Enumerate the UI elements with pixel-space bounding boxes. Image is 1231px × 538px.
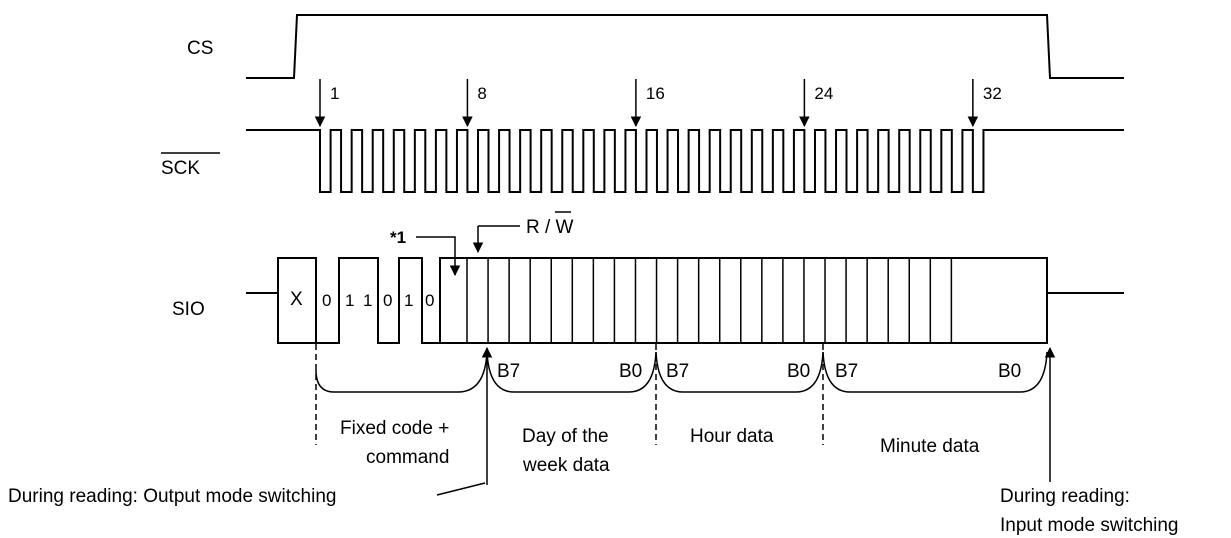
output-switch-leader <box>436 482 486 496</box>
input-switch-note-line1: During reading: <box>1000 486 1130 507</box>
byte-lsb-label: B0 <box>998 361 1021 382</box>
segment-minute: Minute data <box>880 436 980 457</box>
sio-dont-care-cell <box>246 257 317 344</box>
cs-waveform <box>246 14 1124 79</box>
command-bit: 1 <box>345 291 354 310</box>
clock-marker-label: 16 <box>646 84 665 103</box>
output-switch-note: During reading: Output mode switching <box>8 486 336 507</box>
command-bit: 1 <box>363 291 372 310</box>
byte-msb-label: B7 <box>497 361 520 382</box>
cs-label: CS <box>187 38 213 59</box>
command-bit: 0 <box>322 291 331 310</box>
command-bit: 0 <box>383 291 392 310</box>
clock-marker-label: 24 <box>814 84 833 103</box>
brace-fixed-code <box>315 351 488 393</box>
brace-minute <box>822 351 1048 393</box>
command-bit: 0 <box>425 291 434 310</box>
segment-hour: Hour data <box>690 426 774 447</box>
command-bit: 1 <box>404 291 413 310</box>
sio-label: SIO <box>172 299 205 320</box>
sio-waveform <box>246 257 1124 344</box>
byte-bit-labels: B7 B0 B7 B0 B7 B0 <box>497 361 1021 382</box>
clock-marker-label: 8 <box>477 84 486 103</box>
brace-day-of-week <box>486 351 657 393</box>
clock-marker-label: 1 <box>330 84 339 103</box>
segment-day-of-week-line1: Day of the <box>522 426 609 447</box>
sck-waveform <box>246 129 1124 193</box>
segment-fixed-code-line2: command <box>366 447 449 468</box>
sio-bit-outline <box>316 257 1048 344</box>
clock-marker-label: 32 <box>983 84 1002 103</box>
brace-hour <box>655 351 824 393</box>
sck-label: SCK <box>161 158 200 179</box>
note-arrow <box>416 236 461 277</box>
segment-day-of-week-line2: week data <box>522 455 610 476</box>
byte-msb-label: B7 <box>835 361 858 382</box>
byte-lsb-label: B0 <box>619 361 642 382</box>
sio-bit-dividers <box>466 258 953 343</box>
clock-markers: 1 8 16 24 32 <box>314 79 1002 128</box>
sio-x-cell: X <box>290 289 303 310</box>
byte-msb-label: B7 <box>666 361 689 382</box>
note-marker: *1 <box>390 228 406 247</box>
input-switch-note-line2: Input mode switching <box>1000 515 1179 536</box>
rw-label: R / W <box>526 217 574 238</box>
segment-fixed-code-line1: Fixed code + <box>340 418 449 439</box>
byte-lsb-label: B0 <box>787 361 810 382</box>
sck-pulse-train <box>246 129 1124 193</box>
